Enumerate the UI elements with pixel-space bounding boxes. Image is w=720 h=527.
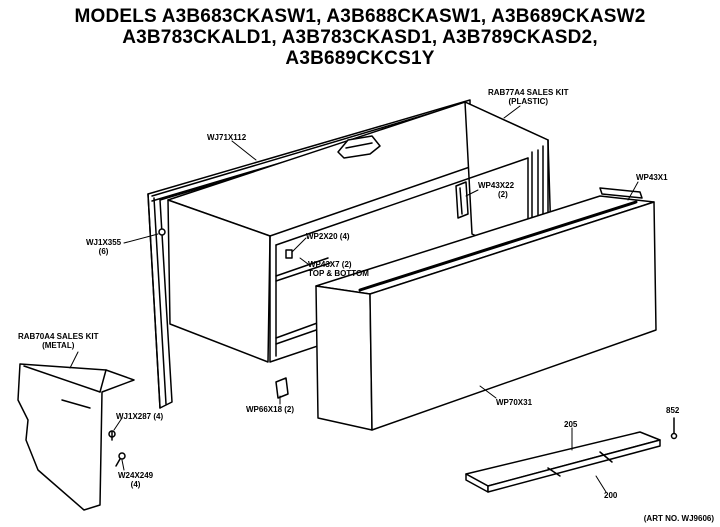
label-wp66x18: WP66X18 (2) [246, 405, 295, 414]
label-wp43x7: WP43X7 (2) TOP & BOTTOM [308, 260, 369, 278]
label-wp43x22-line2: (2) [498, 190, 508, 199]
label-wj71x112: WJ71X112 [207, 133, 247, 142]
side-rail-bracket [455, 181, 469, 219]
label-w24x249-line2: (4) [130, 480, 141, 489]
label-wp43x7-line2: TOP & BOTTOM [308, 269, 369, 278]
bottom-rail-kit [465, 431, 661, 493]
label-205: 205 [564, 420, 578, 429]
screw-wj1x355 [158, 228, 166, 236]
label-rab77a4-line1: RAB77A4 SALES KIT [488, 88, 569, 97]
label-w24x249: W24X249 (4) [118, 471, 153, 489]
label-rab70a4: RAB70A4 SALES KIT (METAL) [18, 332, 98, 350]
label-wp43x1: WP43X1 [636, 173, 668, 182]
art-number: (ART NO. WJ9606) [643, 514, 714, 523]
screw-w24x249 [115, 452, 126, 467]
label-wp43x7-line1: WP43X7 (2) [308, 260, 352, 269]
label-wj1x355-line1: WJ1X355 [86, 238, 122, 247]
title-line-2: A3B783CKALD1, A3B783CKASD1, A3B789CKASD2… [122, 27, 598, 48]
label-wj1x355: WJ1X355 (6) [86, 238, 121, 256]
front-panel [315, 195, 657, 431]
leader-lines [69, 105, 639, 493]
screw-wj1x287 [108, 430, 116, 441]
clip-wp66x18 [275, 377, 289, 399]
label-w24x249-line1: W24X249 [118, 471, 154, 480]
label-rab70a4-line2: (METAL) [42, 341, 75, 350]
diagram-title: MODELS A3B683CKASW1, A3B688CKASW1, A3B68… [0, 6, 720, 69]
label-wp43x22: WP43X22 (2) [478, 181, 514, 199]
label-wp43x22-line1: WP43X22 [478, 181, 515, 190]
label-wp70x31: WP70X31 [496, 398, 533, 407]
title-line-1: MODELS A3B683CKASW1, A3B688CKASW1, A3B68… [74, 6, 646, 27]
metal-sales-kit [17, 363, 135, 511]
label-200: 200 [604, 491, 618, 500]
title-line-3: A3B689CKCS1Y [285, 48, 435, 69]
top-strip [599, 187, 643, 199]
screw-wp2x20 [285, 249, 293, 259]
label-852: 852 [666, 406, 680, 415]
label-wj1x287: WJ1X287 (4) [116, 412, 164, 421]
screw-852 [670, 417, 678, 440]
label-rab77a4-line2: (PLASTIC) [508, 97, 549, 106]
label-wj1x355-line2: (6) [98, 247, 109, 256]
label-rab70a4-line1: RAB70A4 SALES KIT [18, 332, 99, 341]
label-wp2x20: WP2X20 (4) [306, 232, 350, 241]
label-rab77a4: RAB77A4 SALES KIT (PLASTIC) [488, 88, 568, 106]
